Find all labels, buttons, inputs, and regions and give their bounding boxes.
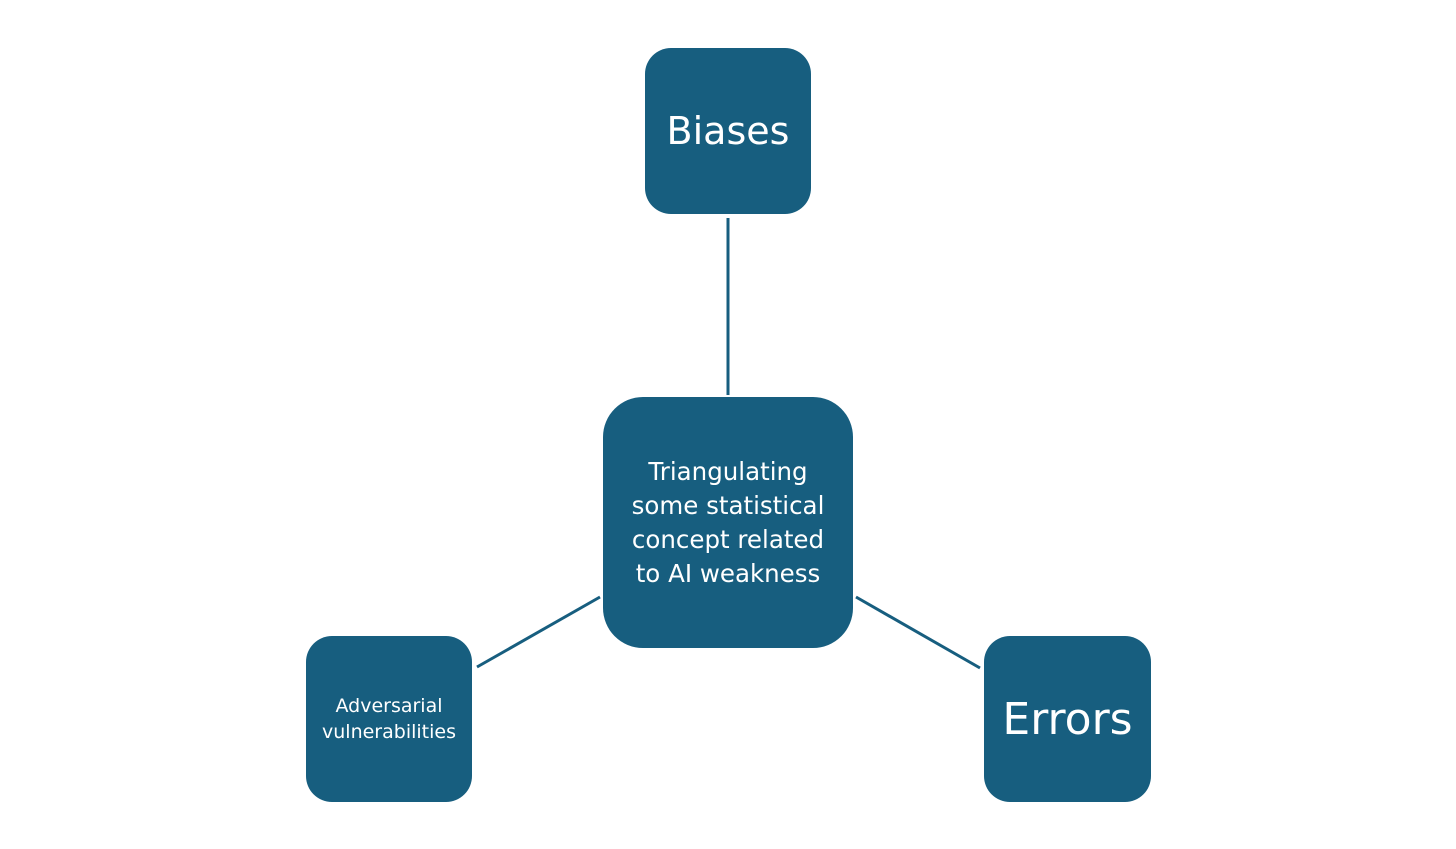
- node-center-label: Triangulating some statistical concept r…: [631, 456, 825, 588]
- node-biases-label: Biases: [666, 109, 790, 153]
- node-biases: Biases: [645, 48, 811, 214]
- node-center: Triangulating some statistical concept r…: [603, 397, 853, 648]
- node-errors: Errors: [984, 636, 1151, 802]
- node-adversarial-label: Adversarial vulnerabilities: [322, 695, 456, 743]
- node-adversarial-vulnerabilities: Adversarial vulnerabilities: [306, 636, 472, 802]
- node-errors-label: Errors: [1002, 693, 1133, 745]
- connector-center-adversarial: [476, 595, 601, 669]
- connector-center-errors: [855, 595, 981, 670]
